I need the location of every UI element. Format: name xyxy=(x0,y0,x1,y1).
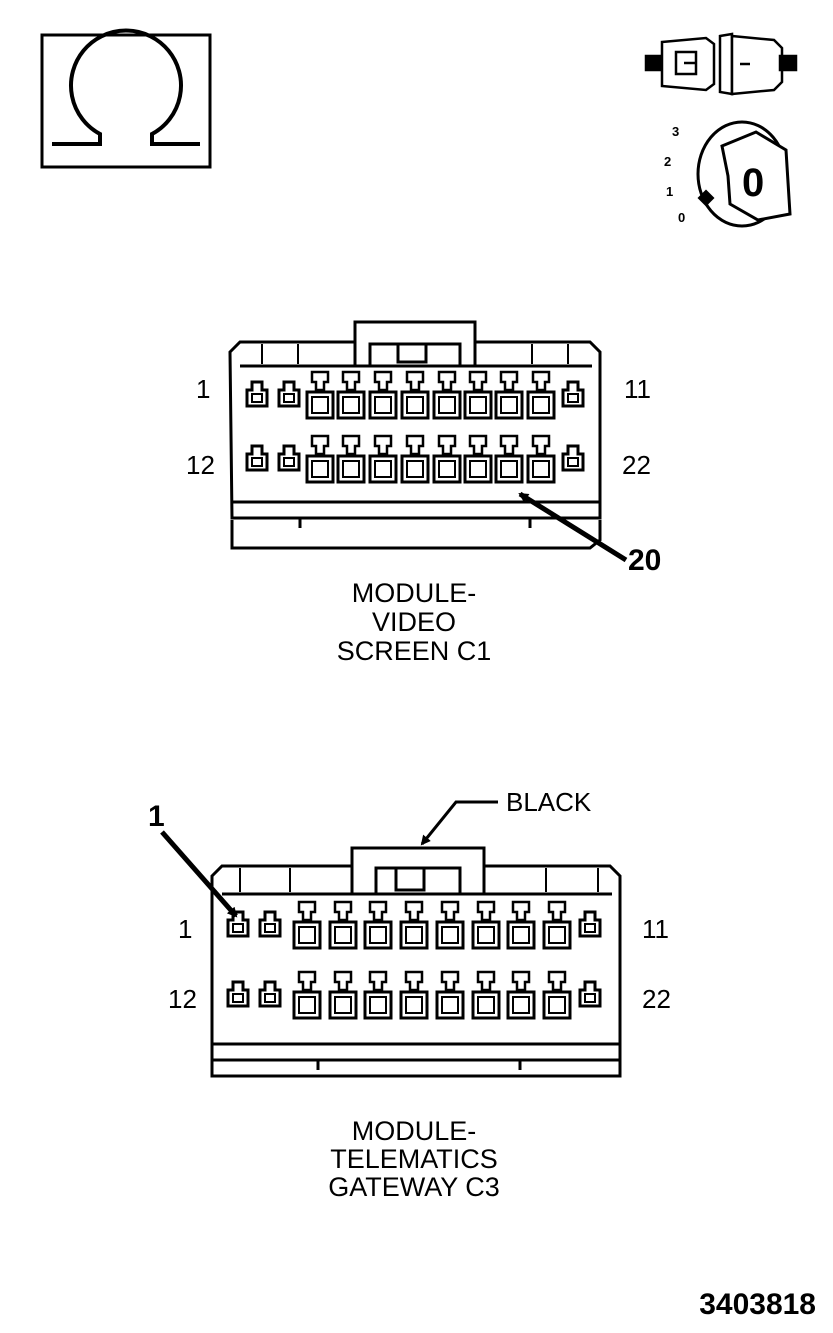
c3-caption-line-3: GATEWAY C3 xyxy=(328,1172,500,1202)
connector-c1-cavities xyxy=(245,370,585,484)
disconnected-connector-icon xyxy=(644,32,798,96)
c1-pin-label-12: 12 xyxy=(186,450,215,480)
c1-caption-line-3: SCREEN C1 xyxy=(337,636,492,666)
c3-cavity-13 xyxy=(258,980,282,1008)
c3-cavity-9 xyxy=(506,900,536,950)
c3-cavity-17 xyxy=(399,970,429,1020)
c1-cavity-12 xyxy=(245,444,269,472)
c3-cavity-16 xyxy=(363,970,393,1020)
ignition-pos-1: 1 xyxy=(666,184,673,199)
c1-cavity-5 xyxy=(368,370,398,420)
c3-cavity-21 xyxy=(542,970,572,1020)
c1-callout-pin-20: 20 xyxy=(628,544,661,577)
key-glyph: 0 xyxy=(742,161,764,205)
c1-cavity-6 xyxy=(400,370,430,420)
c3-pin-label-1: 1 xyxy=(178,914,192,944)
c3-cavity-14 xyxy=(292,970,322,1020)
c3-cavity-4 xyxy=(328,900,358,950)
c1-cavity-22 xyxy=(561,444,585,472)
c3-color-leader xyxy=(420,800,498,846)
c3-cavity-20 xyxy=(506,970,536,1020)
c1-pin-label-11: 11 xyxy=(624,374,651,404)
c3-cavity-11 xyxy=(578,910,602,938)
connector-c3: 1 11 12 22 1 BLACK MODULE- TELEMATICS GA… xyxy=(148,787,671,1202)
c1-cavity-1 xyxy=(245,380,269,408)
c3-cavity-3 xyxy=(292,900,322,950)
c1-cavity-18 xyxy=(432,434,462,484)
connector-c3-housing xyxy=(210,846,622,1078)
c3-cavity-2 xyxy=(258,910,282,938)
c1-cavity-21 xyxy=(526,434,556,484)
c3-cavity-6 xyxy=(399,900,429,950)
c3-cavity-12 xyxy=(226,980,250,1008)
c1-cavity-16 xyxy=(368,434,398,484)
c1-cavity-14 xyxy=(305,434,335,484)
c1-cavity-7 xyxy=(432,370,462,420)
connector-c3-cavities xyxy=(226,900,602,1020)
ignition-pos-2: 2 xyxy=(664,154,671,169)
c3-cavity-1 xyxy=(226,910,250,938)
c1-callout-arrow xyxy=(518,491,628,563)
c1-caption-line-1: MODULE- xyxy=(352,578,477,608)
c1-cavity-13 xyxy=(277,444,301,472)
ignition-pos-3: 3 xyxy=(672,124,679,139)
c3-caption-line-1: MODULE- xyxy=(352,1116,477,1146)
c1-cavity-20 xyxy=(494,434,524,484)
c1-cavity-11 xyxy=(561,380,585,408)
c1-cavity-17 xyxy=(400,434,430,484)
c3-cavity-15 xyxy=(328,970,358,1020)
c1-caption-line-2: VIDEO xyxy=(372,607,456,637)
c3-cavity-5 xyxy=(363,900,393,950)
c3-callout-arrow-pin-1 xyxy=(160,830,238,918)
connector-c1: 1 11 12 22 20 MODULE- VIDEO SCREEN C1 xyxy=(186,320,661,666)
c3-cavity-8 xyxy=(471,900,501,950)
c1-cavity-15 xyxy=(336,434,366,484)
ignition-pos-0: 0 xyxy=(678,210,685,225)
c3-color-label: BLACK xyxy=(506,787,592,817)
c3-pin-label-12: 12 xyxy=(168,984,197,1014)
c3-cavity-19 xyxy=(471,970,501,1020)
c3-cavity-22 xyxy=(578,980,602,1008)
c1-cavity-2 xyxy=(277,380,301,408)
c3-pin-label-22: 22 xyxy=(642,984,671,1014)
figure-number: 3403818 xyxy=(699,1288,816,1321)
c3-pin-label-11: 11 xyxy=(642,914,669,944)
c3-cavity-18 xyxy=(435,970,465,1020)
ohm-symbol-icon xyxy=(40,28,212,169)
c1-cavity-8 xyxy=(463,370,493,420)
c1-pin-label-22: 22 xyxy=(622,450,651,480)
c3-cavity-7 xyxy=(435,900,465,950)
c1-cavity-3 xyxy=(305,370,335,420)
ignition-key-icon: 3 2 1 0 0 xyxy=(664,120,792,228)
c1-cavity-19 xyxy=(463,434,493,484)
c1-pin-label-1: 1 xyxy=(196,374,210,404)
c1-cavity-9 xyxy=(494,370,524,420)
c1-cavity-10 xyxy=(526,370,556,420)
c1-cavity-4 xyxy=(336,370,366,420)
c3-callout-pin-1: 1 xyxy=(148,800,165,833)
c3-cavity-10 xyxy=(542,900,572,950)
c3-caption-line-2: TELEMATICS xyxy=(330,1144,498,1174)
